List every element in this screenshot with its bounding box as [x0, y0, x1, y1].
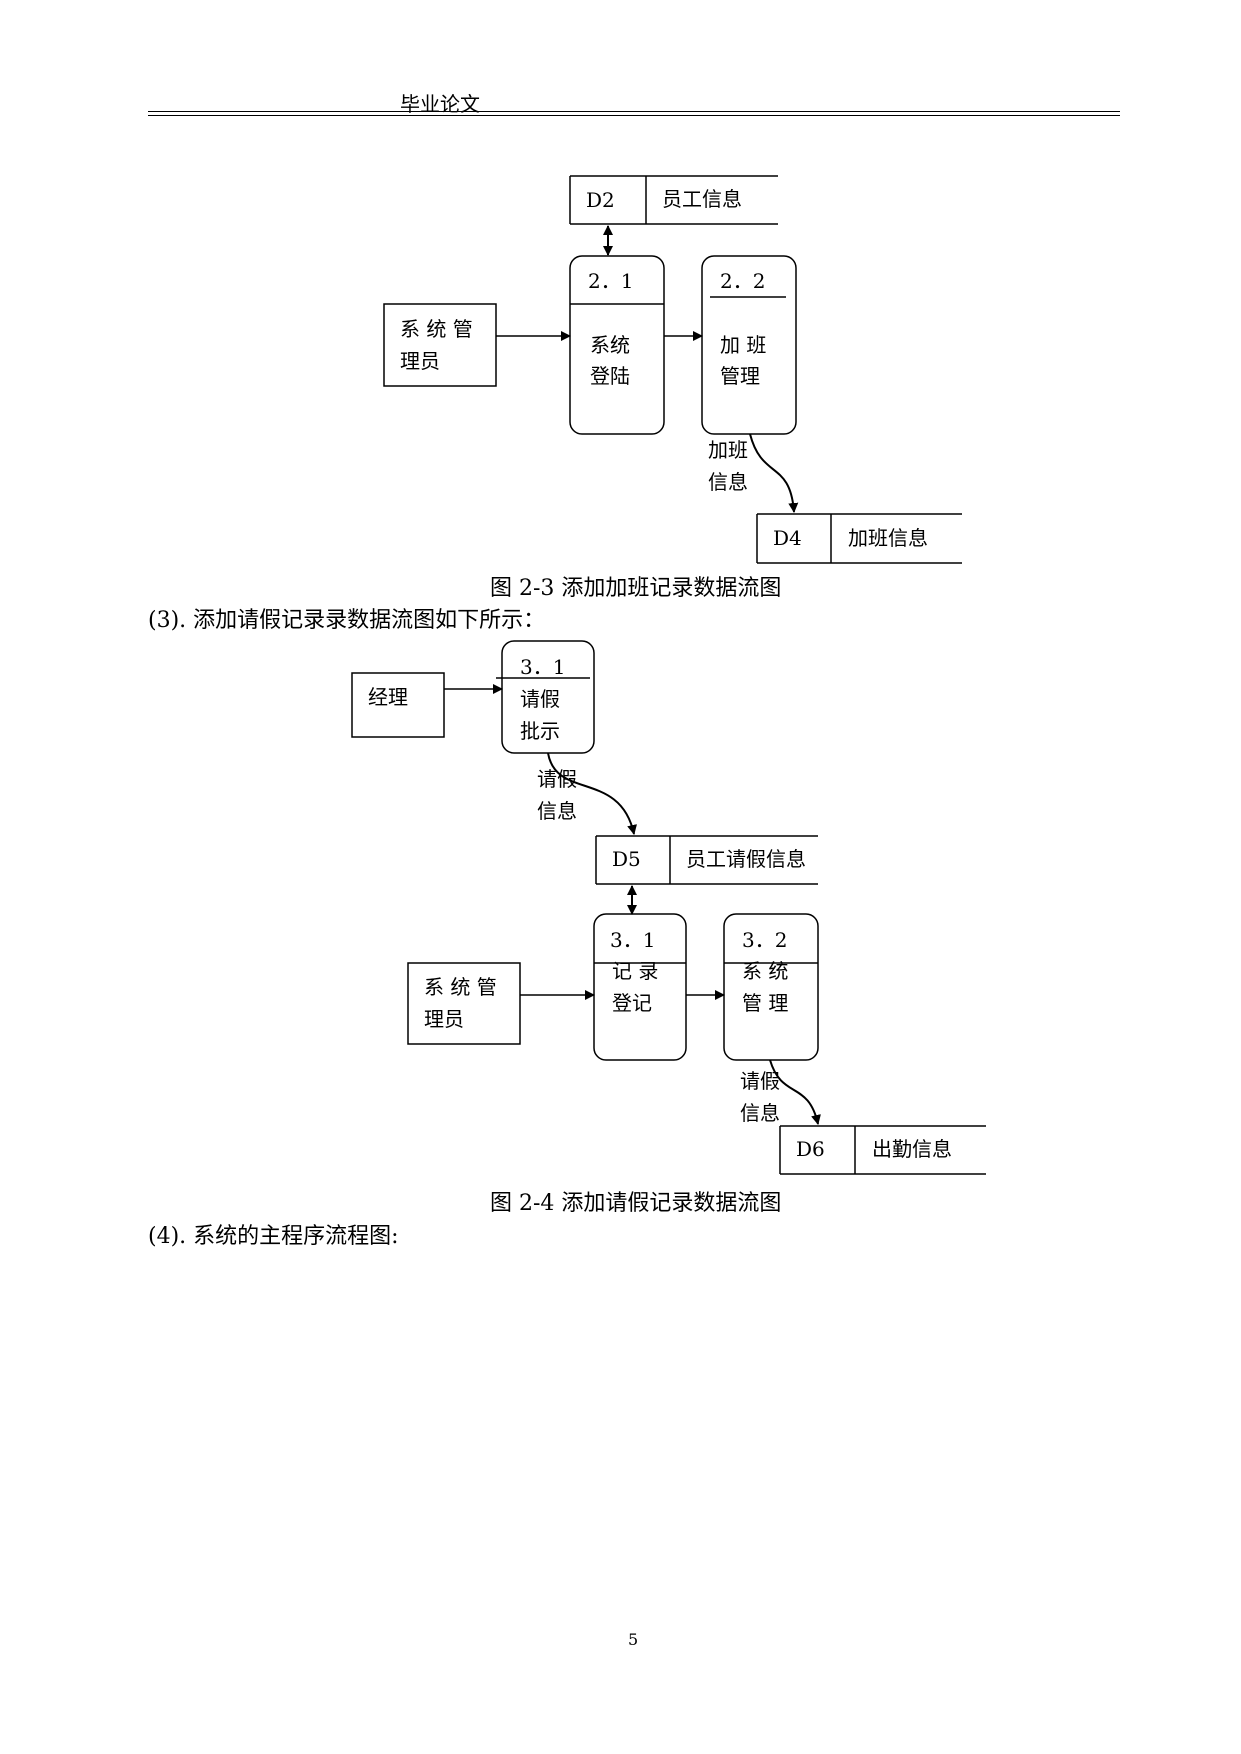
entity-admin-1-line1: 系 统 管: [400, 317, 473, 341]
figure-2-4-caption: 图 2-4 添加请假记录数据流图: [490, 1191, 782, 1216]
flow-label-leave-bottom-line2: 信息: [740, 1101, 780, 1125]
header-rule: [148, 111, 1120, 112]
process-2-2-line2: 管理: [720, 364, 760, 388]
data-store-d5-id: D5: [612, 847, 641, 871]
page-header-title: 毕业论文: [400, 92, 480, 116]
figure-2-3-caption: 图 2-3 添加加班记录数据流图: [490, 576, 782, 601]
process-3-1-record: 3．1 记 录 登记: [593, 913, 687, 1061]
process-3-1-record-line2: 登记: [612, 991, 652, 1015]
flow-label-leave-bottom-line1: 请假: [740, 1069, 780, 1093]
data-store-d6-name: 出勤信息: [872, 1137, 952, 1161]
data-store-d2-id: D2: [586, 188, 615, 212]
figure-2-4: 经理 3．1 请假 批示 请假 信息 D5 员工请假信息 系 统 管 理员: [351, 640, 986, 1175]
data-store-d4-id: D4: [773, 526, 802, 550]
process-3-1-record-line1: 记 录: [612, 959, 658, 983]
entity-admin-2-line2: 理员: [424, 1007, 464, 1031]
data-store-d6-id: D6: [796, 1137, 825, 1161]
data-store-d2: D2 员工信息: [569, 175, 778, 225]
process-3-1-approval: 3．1 请假 批示: [496, 640, 595, 754]
flow-3-2-to-d6: [769, 1059, 821, 1125]
data-store-d5: D5 员工请假信息: [595, 835, 818, 885]
entity-admin-1-line2: 理员: [400, 349, 440, 373]
flow-3-1-to-d5: [547, 752, 637, 835]
flow-label-overtime-line1: 加班: [708, 438, 748, 462]
process-2-1: 2．1 系统 登陆: [569, 255, 665, 435]
figure-2-3: D2 员工信息 系 统 管 理员 2．1 系统 登陆 2．2 加 班 管理: [383, 175, 962, 564]
paragraph-3-heading: (3). 添加请假记录录数据流图如下所示：: [148, 608, 546, 633]
entity-manager-label: 经理: [368, 685, 408, 709]
process-2-1-line2: 登陆: [590, 364, 630, 388]
process-3-1-approval-line1: 请假: [520, 687, 560, 711]
process-3-1-approval-line2: 批示: [520, 719, 560, 743]
flow-2-2-to-d4: [749, 433, 799, 513]
page-number: 5: [628, 1630, 639, 1649]
process-3-2: 3．2 系 统 管 理: [723, 913, 819, 1061]
process-2-1-line1: 系统: [590, 333, 630, 357]
header-rule-thin: [148, 115, 1120, 116]
process-2-2: 2．2 加 班 管理: [701, 255, 797, 435]
external-entity-admin-2: 系 统 管 理员: [407, 962, 521, 1045]
entity-admin-2-line1: 系 统 管: [424, 975, 497, 999]
flow-label-leave-top-line2: 信息: [537, 799, 577, 823]
process-3-2-number: 3．2: [742, 928, 787, 952]
data-store-d4-name: 加班信息: [848, 526, 928, 550]
process-3-2-line1: 系 统: [742, 959, 788, 983]
process-3-2-line2: 管 理: [742, 991, 788, 1015]
paragraph-4-heading: (4). 系统的主程序流程图:: [148, 1224, 399, 1249]
process-3-1-approval-number: 3．1: [520, 655, 565, 679]
data-store-d4: D4 加班信息: [756, 513, 962, 564]
flow-label-overtime-line2: 信息: [708, 470, 748, 494]
process-2-2-number: 2．2: [720, 269, 765, 293]
process-3-1-record-number: 3．1: [610, 928, 655, 952]
flow-label-leave-top-line1: 请假: [537, 767, 577, 791]
external-entity-manager: 经理: [351, 672, 445, 738]
external-entity-admin-1: 系 统 管 理员: [383, 303, 497, 387]
process-2-2-line1: 加 班: [720, 333, 766, 357]
data-store-d5-name: 员工请假信息: [686, 847, 806, 871]
data-store-d2-name: 员工信息: [662, 187, 742, 211]
process-2-1-number: 2．1: [588, 269, 633, 293]
data-store-d6: D6 出勤信息: [779, 1125, 986, 1175]
